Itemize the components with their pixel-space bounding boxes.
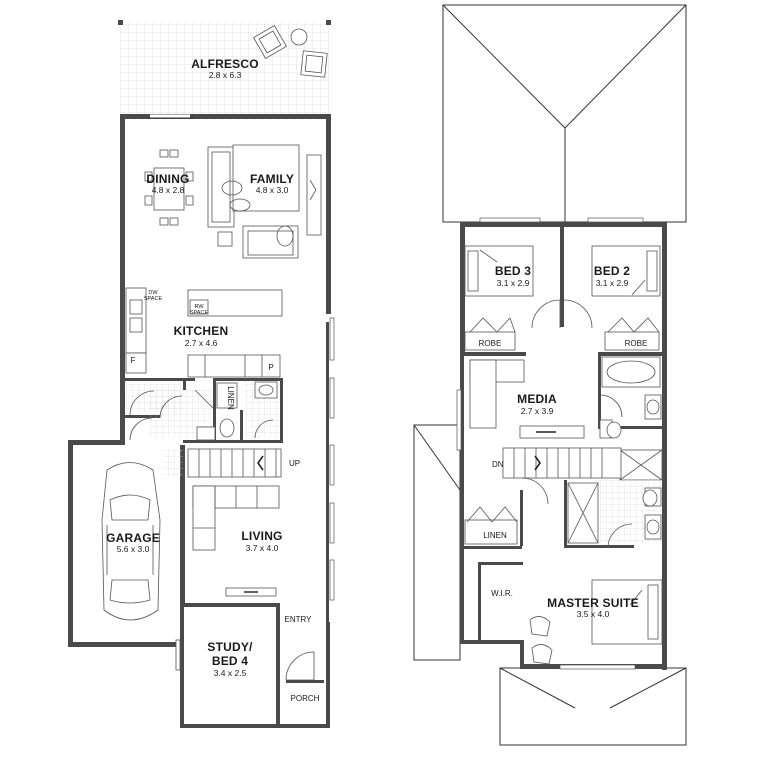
roof-outline-top [442,4,687,223]
label-linen-upper: LINEN [483,531,507,540]
media-sofa-icon [469,359,585,439]
label-rw-space-line1: RW [194,304,204,310]
laundry-fixtures [129,381,278,441]
ground-floor-plan [68,20,335,728]
ensuite-fixtures [607,487,662,549]
kitchen-bench-icon [125,287,281,378]
label-fridge: F [131,356,136,365]
room-name-kitchen: KITCHEN [174,324,229,338]
upper-floor-plan [413,4,687,746]
room-dim-alfresco: 2.8 x 6.3 [209,70,242,80]
room-name-bed2: BED 2 [594,264,630,278]
family-sofa-icon [207,144,322,259]
room-dim-kitchen: 2.7 x 4.6 [185,338,218,348]
room-name-bed4: BED 4 [212,654,248,668]
master-bed-icon [591,579,663,645]
alfresco-area [118,20,331,116]
room-name-alfresco: ALFRESCO [191,57,259,71]
room-name-bed3: BED 3 [495,264,531,278]
label-dw-space-line1: DW [148,290,158,296]
label-robe-left: ROBE [479,339,502,348]
room-name-master-suite: MASTER SUITE [547,596,639,610]
roof-outline-bottom [499,667,687,746]
entry-door-icon [285,651,315,681]
room-name-media: MEDIA [517,392,557,406]
living-sofa-icon [192,485,280,597]
upper-linen-icon [464,506,518,545]
room-name-study: STUDY/ [207,640,253,654]
outdoor-chair-icon [300,50,328,78]
room-dim-master-suite: 3.5 x 4.0 [577,609,610,619]
label-rw-space-line2: SPACE [190,310,209,316]
upper-floor-walls [460,222,667,670]
label-stair-up: UP [289,459,300,468]
kitchen-island-icon [187,289,283,317]
robe-left-icon [464,317,516,351]
master-chairs-icon [529,616,553,665]
room-dim-dining: 4.8 x 2.8 [152,185,185,195]
label-wir: W.I.R. [491,589,513,598]
bed2-bed-icon [591,245,661,297]
upper-floor-stair [502,447,622,505]
label-linen-ground: LINEN [226,386,235,410]
room-dim-bed3: 3.1 x 2.9 [497,278,530,288]
bed3-bed-icon [464,245,534,297]
upper-bath-icon [599,356,662,439]
label-robe-right: ROBE [625,339,648,348]
room-dim-media: 2.7 x 3.9 [521,406,554,416]
label-entry: ENTRY [285,615,313,624]
room-dim-bed2: 3.1 x 2.9 [596,278,629,288]
room-name-garage: GARAGE [106,531,160,545]
room-dim-living: 3.7 x 4.0 [246,543,279,553]
outdoor-table-icon [290,28,308,46]
room-name-living: LIVING [241,529,282,543]
room-name-dining: DINING [146,172,189,186]
car-icon [101,462,161,621]
room-dim-study: 3.4 x 2.5 [214,668,247,678]
room-dim-family: 4.8 x 3.0 [256,185,289,195]
label-pantry: P [268,363,273,372]
robe-right-icon [604,317,660,351]
roof-outline-left [413,424,461,661]
outdoor-chair-icon [253,25,287,59]
ground-floor-walls [68,114,335,728]
ground-floor-stair [163,448,282,478]
room-name-family: FAMILY [250,172,294,186]
room-dim-garage: 5.6 x 3.0 [117,544,150,554]
label-stair-dn: DN [492,460,504,469]
label-porch: PORCH [291,694,320,703]
label-dw-space-line2: SPACE [144,296,163,302]
dining-table-icon [144,149,194,226]
